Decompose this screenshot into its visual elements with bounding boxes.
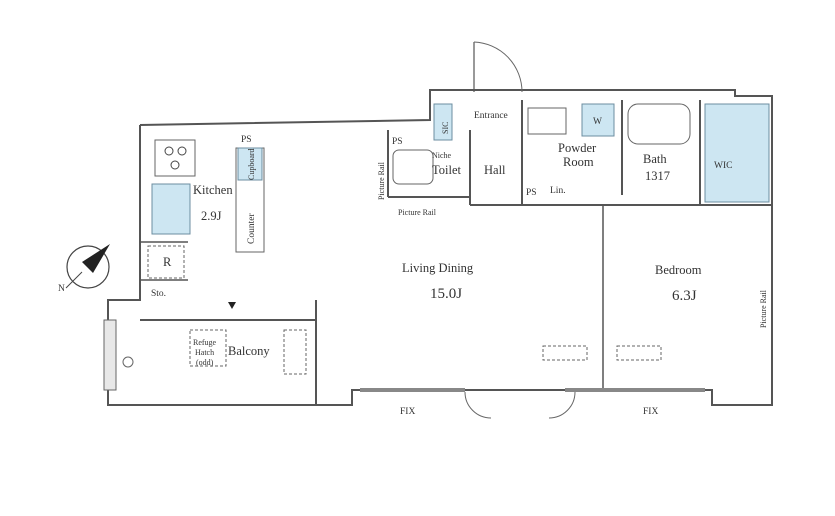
room-label-hall: Hall (484, 163, 506, 177)
outer-walls (103, 89, 773, 406)
balcony-unit (283, 329, 307, 375)
label-fix-left: FIX (400, 407, 415, 417)
floor-vent-right (616, 345, 662, 361)
cupboard (237, 147, 263, 181)
room-label-bath-size: 1317 (645, 169, 670, 183)
label-fix-right: FIX (643, 407, 658, 417)
label-ps-powder: PS (526, 188, 537, 198)
label-refuge-3: (odd) (196, 358, 214, 367)
label-storage: Sto. (151, 289, 166, 299)
bathtub (627, 103, 691, 145)
door-swing-right (548, 391, 576, 419)
label-refrigerator: R (163, 255, 172, 269)
label-linen: Lin. (550, 186, 566, 196)
label-ps-toilet: PS (392, 137, 403, 147)
floor-vent-left (542, 345, 588, 361)
room-label-w: W (593, 117, 602, 127)
room-label-kitchen: Kitchen (193, 183, 233, 197)
room-label-bedroom: Bedroom (655, 263, 702, 277)
washer-space (581, 103, 615, 137)
compass-icon (65, 244, 110, 289)
label-picture-rail-toilet: Picture Rail (377, 161, 386, 200)
powder-sink (527, 107, 567, 135)
room-label-living-dining: Living Dining (402, 261, 474, 275)
label-refuge-2: Hatch (195, 348, 214, 357)
toilet-fixture (392, 149, 434, 185)
room-label-bedroom-size: 6.3J (672, 288, 697, 304)
label-cupboard: Cupboard (247, 148, 256, 180)
room-label-kitchen-size: 2.9J (201, 209, 222, 223)
room-label-entrance: Entrance (474, 111, 508, 121)
compass-north-label: N (58, 284, 65, 294)
refrigerator-space (147, 245, 185, 279)
room-label-bath: Bath (643, 152, 667, 166)
label-ps-kitchen: PS (241, 135, 252, 145)
kitchen-sink (151, 183, 191, 235)
walk-in-closet (704, 103, 770, 203)
room-label-powder-1: Powder (558, 141, 597, 155)
kitchen-stove (154, 139, 196, 177)
room-label-toilet: Toilet (432, 163, 462, 177)
room-label-powder-2: Room (563, 155, 594, 169)
refuge-hatch (189, 329, 227, 367)
shoe-cabinet (433, 103, 453, 141)
room-label-balcony: Balcony (228, 344, 270, 358)
room-label-sic: SIC (441, 122, 450, 134)
door-swing-left (464, 391, 492, 419)
label-picture-rail-bottom: Picture Rail (398, 208, 437, 217)
interior-walls (140, 100, 772, 405)
balcony-arrow-icon (228, 302, 236, 309)
label-refuge-1: Refuge (193, 338, 217, 347)
room-label-living-dining-size: 15.0J (430, 286, 462, 302)
label-picture-rail-bedroom: Picture Rail (759, 289, 768, 328)
room-label-wic: WIC (714, 161, 732, 171)
label-niche: Niche (432, 151, 452, 160)
entrance-door (473, 41, 523, 93)
label-counter: Counter (247, 213, 257, 244)
